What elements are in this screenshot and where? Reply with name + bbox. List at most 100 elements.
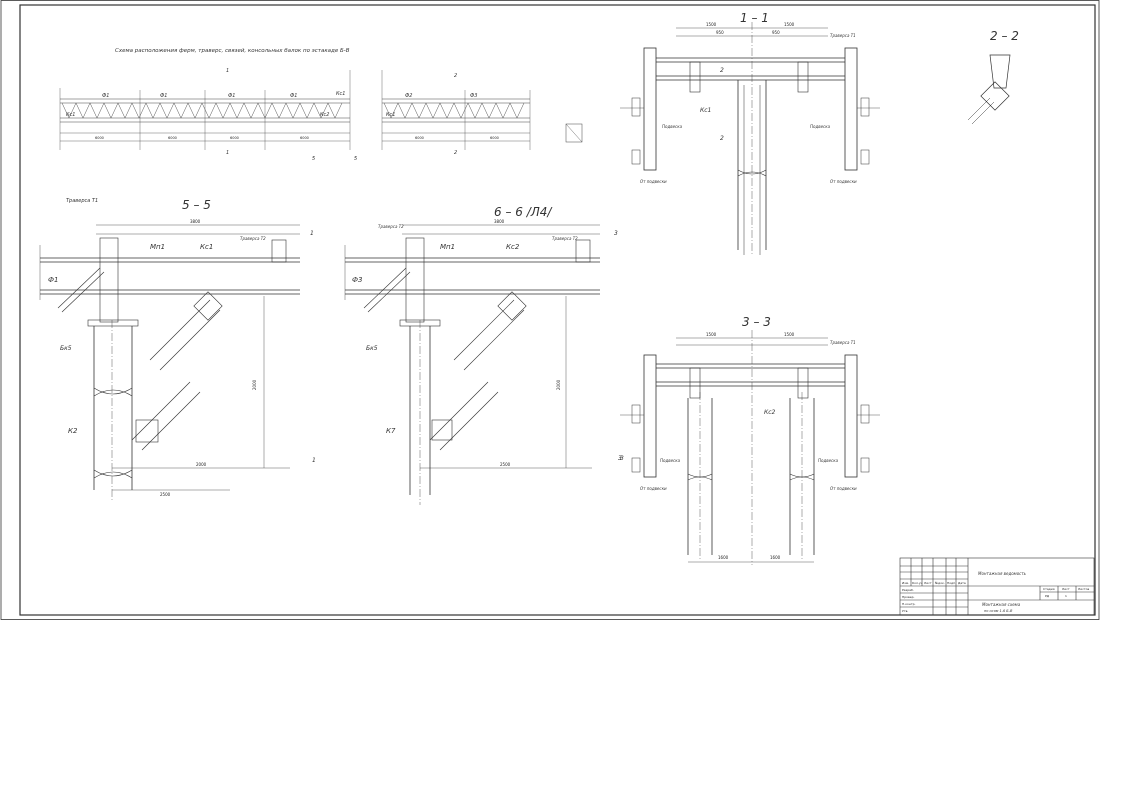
bay-dim: 6000 bbox=[168, 136, 177, 140]
section-cut-mark: 2 bbox=[720, 67, 724, 74]
truss-mark: Ф2 bbox=[405, 93, 413, 99]
section-cut-mark: 3 bbox=[618, 455, 622, 462]
section-1-1-labels: 1500 1500 950 950 Траверса Т1 Кс1 Подвес… bbox=[640, 22, 857, 184]
callout-label: От подвески bbox=[830, 179, 857, 184]
callout-label: Бк5 bbox=[366, 345, 378, 352]
dim-value: 3800 bbox=[190, 219, 201, 224]
section-title: 2 – 2 bbox=[990, 29, 1019, 43]
dim-value: 2000 bbox=[196, 462, 207, 467]
callout-label: Ф1 bbox=[48, 276, 58, 284]
dim-value: 1500 bbox=[706, 332, 717, 337]
axis-label: 5 bbox=[312, 156, 315, 162]
section-6-6-labels: 3800 2000 2500 Траверса Т2 Мп1 Кс2 Траве… bbox=[352, 219, 622, 467]
callout-label: От подвески bbox=[640, 179, 667, 184]
tb-header-cell: Кол.уч bbox=[912, 581, 923, 585]
tb-stage-header: Листов bbox=[1078, 587, 1089, 591]
tb-drawing-subtitle: по осям 1-6 Б-В bbox=[984, 609, 1013, 613]
axis-label: 2 bbox=[454, 150, 457, 156]
tb-header-cell: Лист bbox=[924, 581, 932, 585]
callout-label: Бк5 bbox=[60, 345, 72, 352]
section-title: 5 – 5 bbox=[182, 198, 211, 212]
tb-stage-value: 1 bbox=[1065, 594, 1067, 598]
callout-label: Кс2 bbox=[506, 243, 520, 251]
truss-mark: Ф1 bbox=[228, 93, 236, 99]
callout-label: От подвески bbox=[830, 486, 857, 491]
tb-role-cell: Утв. bbox=[902, 609, 908, 613]
callout-label: Траверса Т1 bbox=[830, 33, 856, 38]
title-block bbox=[899, 557, 1095, 616]
section-cut-mark: 1 bbox=[312, 457, 316, 464]
dim-value: 1600 bbox=[718, 555, 729, 560]
member-mark: Кс2 bbox=[320, 112, 329, 118]
plan-title: Схема расположения ферм, траверс, связей… bbox=[115, 48, 350, 54]
tb-stage-header: Лист bbox=[1062, 587, 1070, 591]
tb-header-cell: Дата bbox=[958, 581, 966, 585]
section-cut-mark: 2 bbox=[720, 135, 724, 142]
callout-label: Подвеска bbox=[662, 124, 683, 129]
section-3-3-drawing bbox=[620, 330, 880, 565]
callout-label: Траверса Т1 bbox=[830, 340, 856, 345]
callout-label: Траверса Т1 bbox=[66, 198, 98, 204]
tb-stage-value: РД bbox=[1045, 594, 1050, 598]
callout-label: Подвеска bbox=[660, 458, 681, 463]
callout-label: Мп1 bbox=[440, 243, 455, 251]
truss-mark: Ф3 bbox=[470, 93, 478, 99]
section-cut-mark: 1 bbox=[310, 230, 314, 237]
member-mark: Кс1 bbox=[66, 112, 75, 118]
tb-header-cell: Подп. bbox=[947, 581, 956, 585]
tb-project-name: Монтажная ведомость bbox=[978, 571, 1027, 576]
axis-label: 1 bbox=[226, 68, 229, 74]
callout-label: Ф3 bbox=[352, 276, 362, 284]
dim-value: 2000 bbox=[556, 379, 561, 390]
truss-mark: Ф1 bbox=[160, 93, 168, 99]
callout-label: Мп1 bbox=[150, 243, 165, 251]
dim-value: 1600 bbox=[770, 555, 781, 560]
section-3-3-labels: 1500 1500 1600 1600 Траверса Т1 Кс2 Подв… bbox=[620, 332, 857, 560]
section-cut-mark: 3 bbox=[614, 230, 618, 237]
section-title: 6 – 6 /Л4/ bbox=[494, 205, 553, 219]
dim-value: 2500 bbox=[160, 492, 171, 497]
tb-drawing-name: Монтажная схема bbox=[982, 602, 1021, 607]
dim-value: 2000 bbox=[252, 379, 257, 390]
callout-label: Кс1 bbox=[700, 107, 711, 114]
callout-label: К7 bbox=[386, 427, 396, 435]
tb-header-cell: №док. bbox=[935, 581, 945, 585]
section-5-5-drawing bbox=[39, 224, 300, 500]
bay-dim: 6000 bbox=[490, 136, 499, 140]
dim-value: 2500 bbox=[500, 462, 511, 467]
tb-role-cell: Разраб. bbox=[902, 588, 914, 592]
section-cut-mark: 3 bbox=[620, 455, 624, 462]
dim-value: 1500 bbox=[784, 22, 795, 27]
section-title: 3 – 3 bbox=[742, 315, 771, 329]
section-title: 1 – 1 bbox=[740, 11, 769, 25]
dim-value: 3800 bbox=[494, 219, 505, 224]
section-2-2-drawing bbox=[967, 54, 1011, 125]
truss-mark: Ф1 bbox=[102, 93, 110, 99]
tb-stage-header: Стадия bbox=[1043, 587, 1055, 591]
member-mark: Кс1 bbox=[386, 112, 395, 118]
sheet-frame bbox=[0, 0, 1100, 620]
bay-dim: 6000 bbox=[95, 136, 104, 140]
dim-value: 1500 bbox=[706, 22, 717, 27]
section-6-6-drawing bbox=[344, 224, 600, 505]
axis-label: 2 bbox=[454, 73, 457, 79]
axis-label: 5 bbox=[354, 156, 357, 162]
member-mark: Кс1 bbox=[336, 91, 345, 97]
axis-label: 1 bbox=[226, 150, 229, 156]
callout-label: Траверса Т2 bbox=[552, 236, 578, 241]
callout-label: Кс2 bbox=[764, 409, 776, 416]
tb-header-cell: Изм. bbox=[902, 581, 909, 585]
callout-label: Подвеска bbox=[818, 458, 839, 463]
truss-mark: Ф1 bbox=[290, 93, 298, 99]
section-5-5-labels: 3800 2000 2000 2500 Траверса Т1 Мп1 Кс1 … bbox=[48, 198, 316, 497]
bay-dim: 6000 bbox=[230, 136, 239, 140]
bay-dim: 6000 bbox=[415, 136, 424, 140]
plan-labels: Ф1 Ф1 Ф1 Ф1 Ф2 Ф3 Кс1 Кс1 Кс2 Кс1 6000 6… bbox=[66, 68, 499, 162]
callout-label: От подвески bbox=[640, 486, 667, 491]
plan-truss-web bbox=[61, 102, 525, 119]
dim-value: 950 bbox=[716, 30, 724, 35]
dim-value: 950 bbox=[772, 30, 780, 35]
section-1-1-drawing bbox=[620, 22, 880, 255]
